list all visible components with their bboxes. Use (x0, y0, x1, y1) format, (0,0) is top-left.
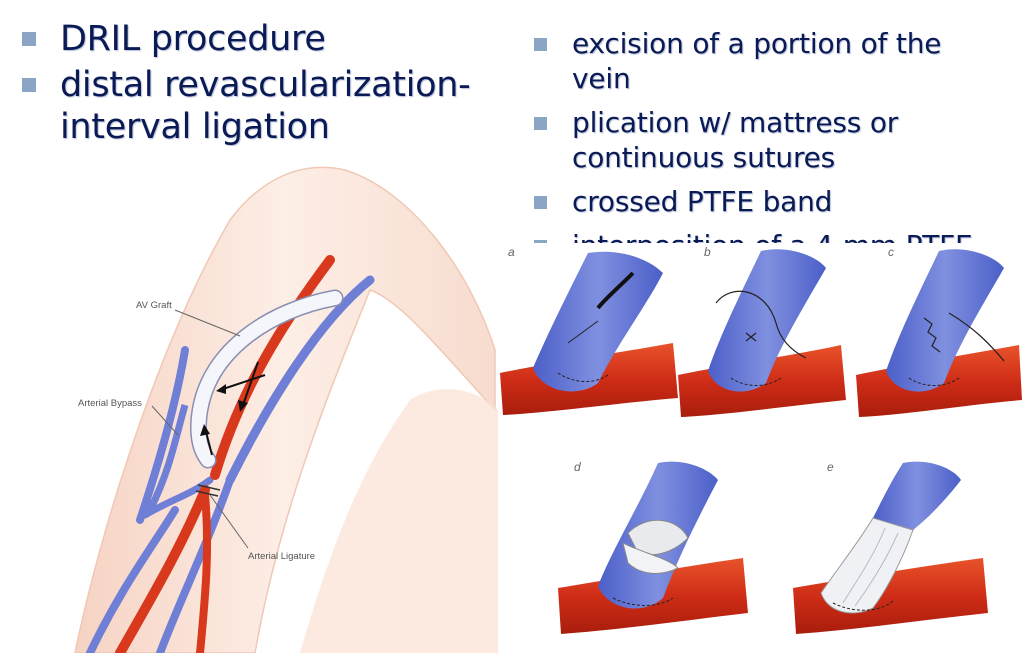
bullet-ptfe-band: crossed PTFE band (532, 184, 1002, 219)
flow-arrow-head (238, 400, 248, 412)
artery-segment (793, 558, 988, 634)
right-bullet-list: excision of a portion of the vein plicat… (532, 26, 1002, 272)
ligature-leader (209, 494, 249, 549)
suture-line (908, 377, 960, 386)
vein-segment (886, 249, 1004, 392)
arm-illustration: AV Graft Arterial Bypass Arterial Ligatu… (74, 166, 498, 653)
bullet-square-icon (534, 196, 547, 209)
panel-label-b: b (704, 245, 711, 259)
bullet-distal-revascularization: distal revascularization-interval ligati… (18, 64, 488, 148)
ligature-mark (195, 490, 219, 497)
bullet-text: DRIL procedure (60, 19, 326, 59)
suture-thread (948, 312, 1005, 362)
bullet-square-icon (534, 117, 547, 130)
bullet-square-icon (22, 32, 36, 46)
ligature-mark (197, 484, 221, 491)
graft-stripe (854, 532, 899, 607)
bullet-text: crossed PTFE band (572, 185, 833, 218)
vein-branch (141, 476, 214, 519)
panel-label-c: c (888, 245, 894, 259)
vein-lateral (225, 275, 375, 485)
continuous-suture (923, 317, 941, 353)
vein-forearm-2 (156, 476, 234, 653)
vein-segment (873, 461, 961, 530)
label-arterial-ligature: Arterial Ligature (248, 551, 315, 562)
left-bullet-list: DRIL procedure distal revascularization-… (18, 18, 488, 152)
label-arterial-bypass: Arterial Bypass (78, 398, 142, 409)
suture-line (730, 377, 782, 386)
panel-label-e: e (827, 460, 834, 474)
artery-lower (115, 485, 210, 653)
bullet-dril-procedure: DRIL procedure (18, 18, 488, 60)
panel-label-d: d (574, 460, 581, 474)
suture-line (832, 600, 894, 611)
bullet-plication: plication w/ mattress or continuous sutu… (532, 105, 1002, 175)
forearm-skin (300, 389, 498, 653)
panel-e: e (793, 460, 988, 634)
suture-line (557, 372, 609, 382)
label-av-graft: AV Graft (136, 300, 172, 311)
bullet-text: plication w/ mattress or continuous sutu… (572, 106, 899, 174)
bullet-text: excision of a portion of the vein (572, 27, 942, 95)
arm-skin (74, 166, 496, 653)
ptfe-interposition-graft (820, 517, 914, 614)
panel-c: c (856, 245, 1022, 417)
bullet-square-icon (22, 78, 36, 92)
arterial-bypass-vessel (146, 404, 189, 512)
panel-label-a: a (508, 245, 515, 259)
artery-upper (210, 255, 335, 480)
flow-arrow-head (200, 424, 210, 436)
suture-line (612, 597, 674, 606)
vein-slit (596, 271, 635, 310)
bullet-square-icon (534, 38, 547, 51)
vein-segment (708, 249, 826, 392)
vein-forearm-1 (86, 506, 179, 653)
av-graft-leader (174, 309, 241, 337)
graft-stripe (842, 527, 886, 604)
bypass-leader (151, 405, 179, 436)
bullet-text: distal revascularization-interval ligati… (60, 65, 471, 147)
suture-line (567, 320, 599, 344)
bullet-excision: excision of a portion of the vein (532, 26, 1002, 96)
ptfe-band (622, 542, 679, 574)
vein-medial (136, 346, 189, 524)
artery-branch (196, 491, 212, 653)
plication-panels-figure: a b c d e (500, 245, 1022, 634)
flow-arrow (241, 361, 259, 409)
panel-b: b (678, 245, 846, 417)
av-graft-tube-inner (191, 291, 342, 467)
panel-a: a (500, 245, 678, 415)
suture-knot (745, 332, 757, 342)
panel-d: d (558, 460, 748, 634)
flow-arrow-head (216, 384, 226, 394)
suture-thread (715, 290, 807, 359)
flow-arrow (219, 374, 266, 391)
